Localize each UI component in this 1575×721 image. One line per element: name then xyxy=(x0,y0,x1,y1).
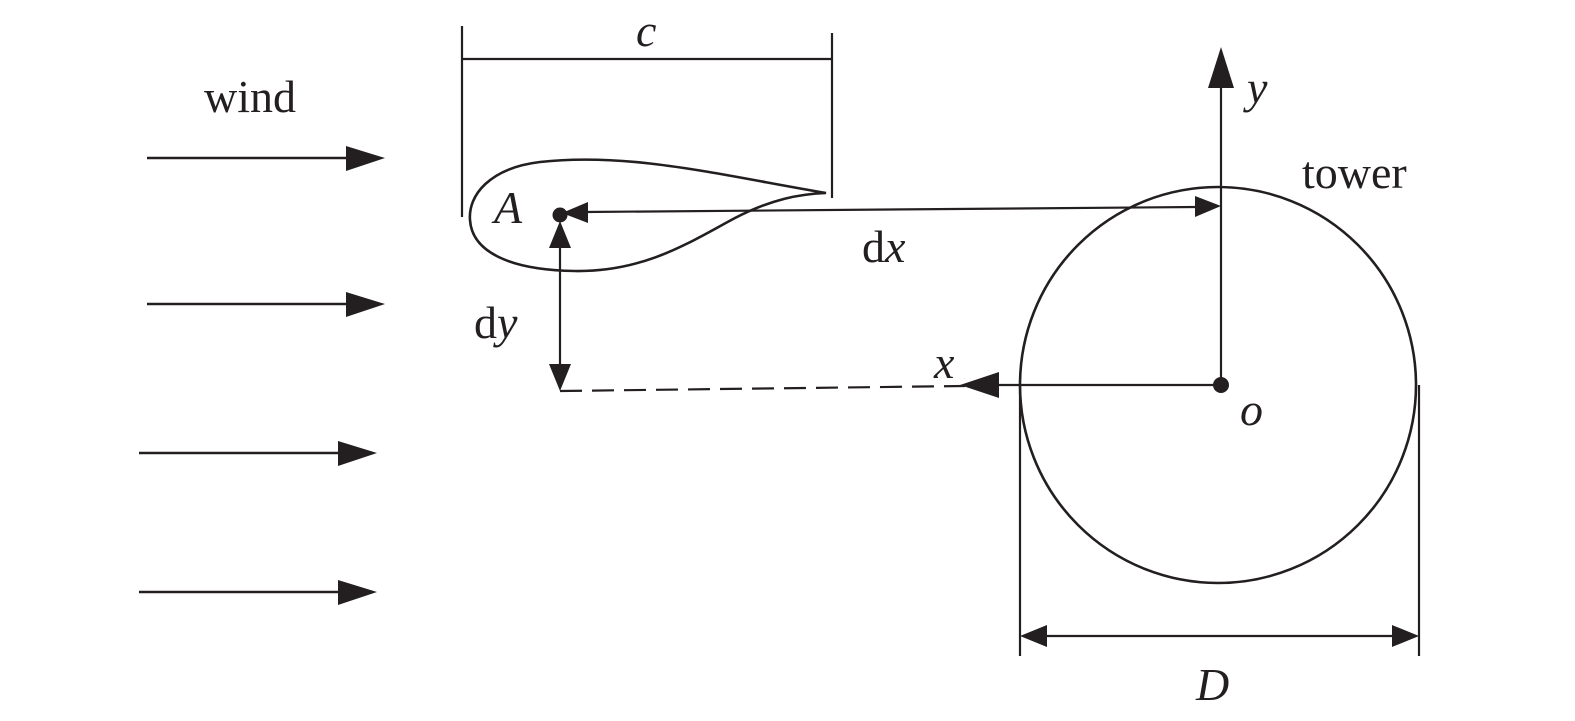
point-a-label: A xyxy=(491,182,523,233)
airfoil-profile xyxy=(468,158,827,273)
chord-dimension xyxy=(460,26,834,217)
y-axis-label: y xyxy=(1243,62,1268,113)
dy-dimension-arrow xyxy=(549,221,571,391)
tower-label: tower xyxy=(1302,147,1407,198)
wind-arrow-4 xyxy=(139,580,377,605)
dy-label: dy xyxy=(474,297,518,348)
chord-label: c xyxy=(636,5,656,56)
y-axis-arrow xyxy=(1208,47,1234,385)
dx-dimension-arrow xyxy=(562,196,1221,223)
wind-arrow-1 xyxy=(147,146,385,171)
dashed-reference-line xyxy=(559,384,966,393)
diameter-label: D xyxy=(1195,659,1229,710)
dx-label: dx xyxy=(862,221,906,272)
x-axis-arrow xyxy=(960,372,1221,398)
wind-arrow-2 xyxy=(147,292,385,317)
point-a-marker xyxy=(552,207,568,223)
origin-point xyxy=(1213,377,1229,393)
diameter-dimension xyxy=(1018,385,1421,656)
wind-arrow-3 xyxy=(139,441,377,466)
x-axis-label: x xyxy=(933,337,955,388)
wind-label: wind xyxy=(204,71,296,122)
origin-label: o xyxy=(1240,384,1263,435)
